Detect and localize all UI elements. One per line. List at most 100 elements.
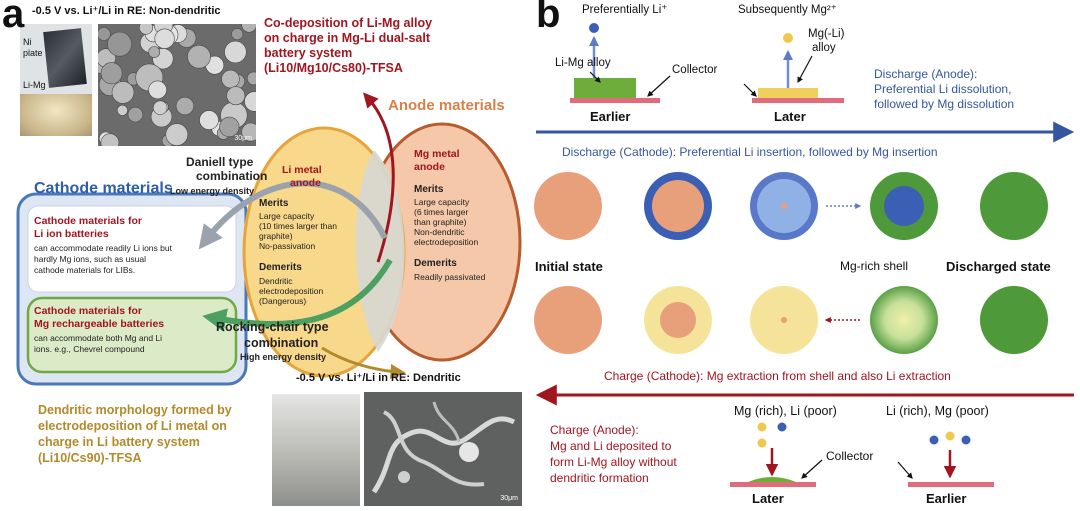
cathode-li-title1: Cathode materials for (34, 215, 142, 227)
mg-ion-top (783, 33, 793, 43)
sem-particle (100, 62, 123, 85)
collector-later-top (752, 98, 844, 103)
sem-particle (100, 133, 120, 146)
cathode-li-body2: hardly Mg ions, such as usual (34, 254, 146, 264)
discharge-anode-2: Preferential Li dissolution, (874, 82, 1012, 96)
sem-particle (127, 106, 144, 123)
discharged-state-label: Discharged state (946, 259, 1051, 274)
photo-label-ni: Ni (23, 37, 32, 47)
dendritic-arrow (321, 346, 406, 379)
particle-discharge-2-core (652, 180, 704, 232)
li-merits-3: graphite) (259, 231, 293, 241)
mg-merits-2: (6 times larger (414, 207, 469, 217)
collector-pointer-bottom-right (897, 461, 913, 479)
daniell-line2: combination (196, 169, 268, 183)
cathode-mg-title2: Mg rechargeable batteries (34, 318, 165, 330)
particle-mg-rich-core (884, 186, 924, 226)
mg-ion-bottom-3 (945, 431, 955, 441)
limg-pointer (589, 71, 601, 83)
alloy-block-earlier (574, 78, 636, 98)
alloy-block-later (758, 88, 818, 98)
rocking-line1: Rocking-chair type (216, 320, 329, 334)
panel-a-letter: a (2, 0, 25, 36)
collector-later-bottom (730, 482, 816, 487)
mg-rich-shell-label: Mg-rich shell (840, 259, 909, 273)
dendritic-line3: charge in Li battery system (38, 435, 200, 449)
mg-demerits-heading: Demerits (414, 258, 457, 269)
li-anode-title1: Li metal (282, 164, 322, 176)
sem-particle (241, 122, 256, 142)
cathode-li-body1: can accommodate readily Li ions but (34, 243, 172, 253)
collector-top-label: Collector (672, 64, 718, 76)
cathode-li-title2: Li ion batteries (34, 228, 109, 240)
mg-anode-title1: Mg metal (414, 148, 460, 160)
li-rich-mg-poor-label: Li (rich), Mg (poor) (886, 404, 989, 418)
collector-earlier-bottom (908, 482, 994, 487)
mgli-alloy-label-1: Mg(-Li) (808, 28, 845, 40)
particle-initial (534, 172, 602, 240)
sem-particle (107, 31, 133, 57)
subsequently-mg-label: Subsequently Mg²⁺ (738, 4, 837, 16)
sem-particle (187, 44, 211, 69)
li-demerits-3: (Dangerous) (259, 296, 307, 306)
cathode-li-body3: cathode materials for LIBs. (34, 265, 136, 275)
sem-particle (244, 91, 256, 112)
li-demerits-1: Dendritic (259, 276, 293, 286)
collector-earlier-top (570, 98, 660, 103)
sem-particle (111, 81, 135, 104)
photo-label-plate: plate (23, 48, 43, 58)
sem-particles-top (98, 24, 256, 146)
sem-particle (241, 24, 256, 33)
earlier-top-label: Earlier (590, 109, 631, 124)
dendritic-sem-image: 30μm (364, 392, 522, 506)
cathode-materials-title: Cathode materials (34, 180, 173, 197)
cathode-mg-body2: ions. e.g., Chevrel compound (34, 344, 145, 354)
mgli-alloy-label-2: alloy (812, 42, 836, 54)
mg-merits-heading: Merits (414, 184, 444, 195)
codeposition-arrow (363, 92, 395, 263)
mg-merits-5: electrodeposition (414, 237, 479, 247)
li-merits-4: No-passivation (259, 241, 316, 251)
rocking-line2: combination (244, 336, 319, 350)
sem-particle (165, 123, 189, 146)
mgli-pointer (797, 55, 813, 84)
dendritic-line2: electrodeposition of Li metal on (38, 419, 227, 433)
charge-anode-2: Mg and Li deposited to (550, 439, 672, 453)
li-ion-bottom-2 (929, 435, 939, 445)
sem-particle (148, 46, 161, 58)
li-anode-title2: anode (290, 177, 321, 189)
sem-dendrites (371, 401, 516, 494)
cathode-mg-body1: can accommodate both Mg and Li (34, 333, 163, 343)
particle-charge-3-core (781, 317, 787, 323)
mg-merits-3: than graphite) (414, 217, 467, 227)
rocking-chair-arrow (202, 258, 393, 332)
mg-merits-1: Large capacity (414, 197, 470, 207)
limg-alloy-label: Li-Mg alloy (555, 57, 611, 69)
later-top-label: Later (774, 109, 806, 124)
sem-particle (139, 24, 153, 35)
sem-particle (226, 86, 246, 106)
mg-rich-li-poor-label: Mg (rich), Li (poor) (734, 404, 837, 418)
mg-ion-bottom-1 (757, 422, 767, 432)
anode-materials-label: Anode materials (388, 97, 505, 114)
alloy-deposit-later (748, 477, 796, 482)
bottom-condition: -0.5 V vs. Li⁺/Li in RE: Dendritic (296, 372, 461, 384)
li-demerits-2: electrodeposition (259, 286, 324, 296)
sem-particle (152, 100, 168, 115)
particle-charge-1 (534, 286, 602, 354)
panel-b-graphics (534, 23, 1075, 487)
li-ion-top (589, 23, 599, 33)
collector-pointer-later (743, 83, 757, 97)
charge-anode-4: dendritic formation (550, 471, 649, 485)
scale-bar-top: 30μm (234, 135, 252, 143)
discharge-anode-1: Discharge (Anode): (874, 67, 978, 81)
li-ion-bottom-1 (777, 422, 787, 432)
cathode-mg-title1: Cathode materials for (34, 305, 142, 317)
top-condition: -0.5 V vs. Li⁺/Li in RE: Non-dendritic (32, 5, 221, 17)
sem-particle (148, 80, 167, 100)
li-merits-2: (10 times larger than (259, 221, 337, 231)
li-deposit-photo (272, 394, 360, 506)
li-ion-bottom-3 (961, 435, 971, 445)
collector-bottom-label: Collector (826, 449, 874, 463)
panel-a-graphics (16, 92, 522, 386)
